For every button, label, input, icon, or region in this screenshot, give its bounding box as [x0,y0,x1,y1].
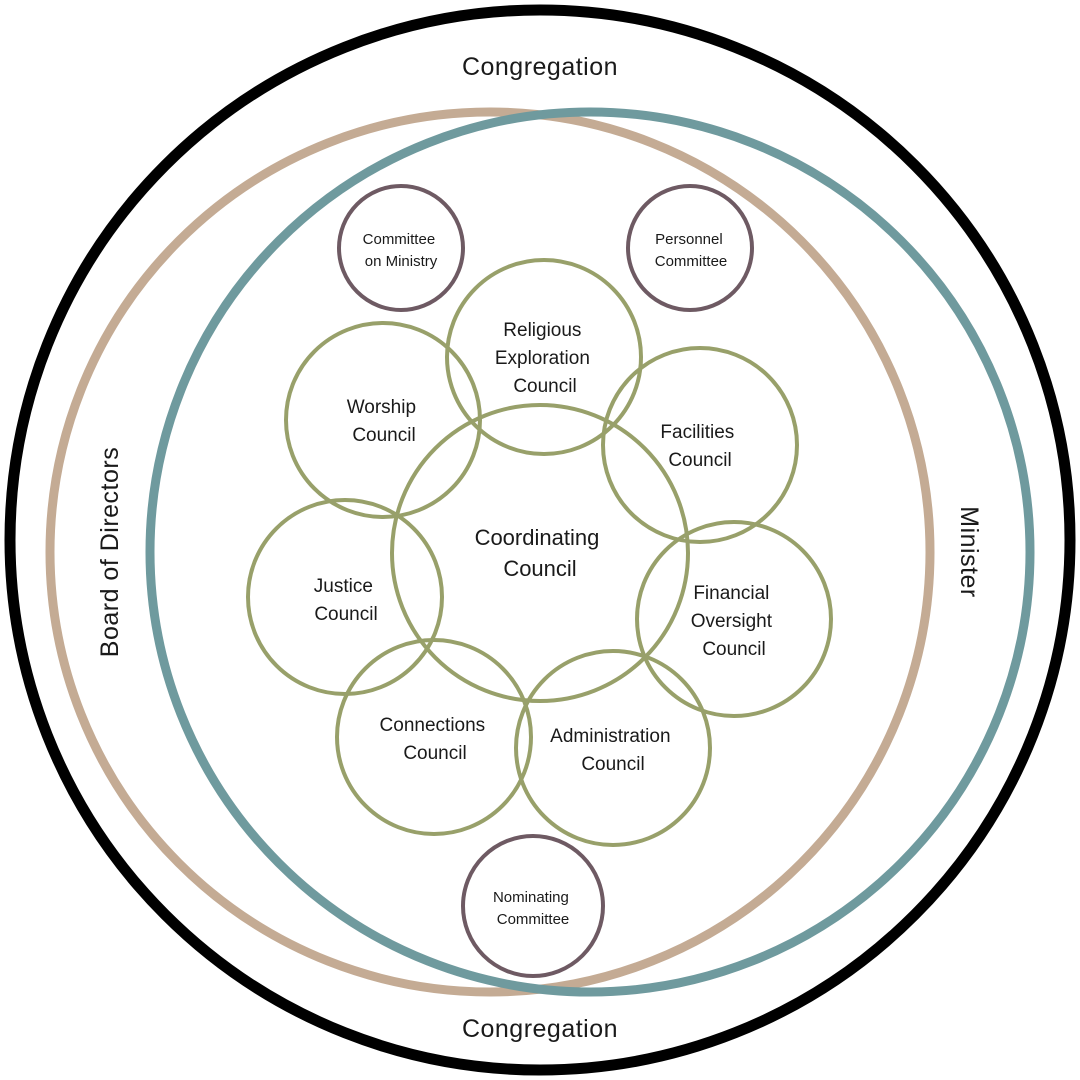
minister-label: Minister [955,506,983,598]
congregation-top-label: Congregation [462,53,618,81]
connections-council-circle [335,638,533,836]
justice-council-label: Justice Council [314,576,378,625]
personnel-committee-circle [626,184,754,312]
financial-oversight-council-circle [635,520,833,718]
coordinating-council-label: Coordinating Council [475,525,606,581]
justice-council-circle [246,498,444,696]
worship-council-label: Worship Council [347,397,422,446]
religious-exploration-council-circle [445,258,643,456]
board-of-directors-ring [45,107,935,997]
administration-council-label: Administration Council [550,726,676,775]
congregation-bottom-label: Congregation [462,1015,618,1043]
congregation-ring [4,4,1076,1076]
nominating-committee-circle [461,834,605,978]
worship-council-circle [284,321,482,519]
religious-exploration-council-label: Religious Exploration Council [495,320,595,397]
financial-oversight-council-label: Financial Oversight Council [691,583,778,660]
connections-council-label: Connections Council [380,715,491,764]
facilities-council-circle [601,346,799,544]
personnel-committee-label: Personnel Committee [655,231,728,270]
minister-ring [145,107,1035,997]
administration-council-circle [514,649,712,847]
nominating-committee-label: Nominating Committee [493,889,573,928]
coordinating-council-circle [390,403,690,703]
committee-on-ministry-circle [337,184,465,312]
board-of-directors-label: Board of Directors [96,447,124,657]
committee-on-ministry-label: Committee on Ministry [363,231,440,270]
facilities-council-label: Facilities Council [660,422,739,471]
